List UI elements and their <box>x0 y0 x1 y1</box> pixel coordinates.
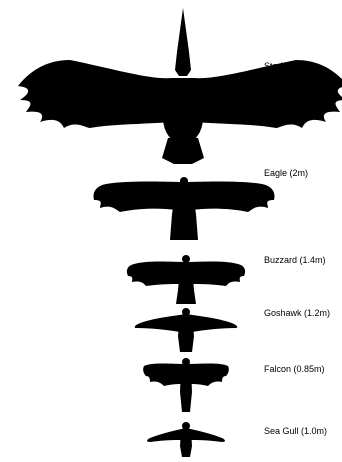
sea-gull-head <box>182 422 190 430</box>
stork-label: Stork (3.2m) <box>264 61 314 71</box>
sea-gull-body-tail <box>180 430 192 457</box>
goshawk-silhouette-icon <box>135 308 238 352</box>
falcon-silhouette-icon <box>143 358 229 412</box>
eagle-head <box>180 177 188 185</box>
buzzard-head <box>182 255 190 263</box>
sea-gull-silhouette-icon <box>147 422 225 457</box>
stork-neck <box>175 8 191 76</box>
stork-tail <box>162 138 204 164</box>
falcon-head <box>182 358 190 366</box>
goshawk-body-tail <box>178 316 194 352</box>
stork-silhouette-icon <box>18 8 342 164</box>
falcon-label: Falcon (0.85m) <box>264 364 325 374</box>
sea-gull-label: Sea Gull (1.0m) <box>264 426 327 436</box>
stork-leg-right <box>187 156 190 164</box>
stork-body <box>163 92 203 144</box>
goshawk-label: Goshawk (1.2m) <box>264 308 330 318</box>
goshawk-head <box>182 308 190 316</box>
stork-leg-left <box>176 156 179 164</box>
buzzard-label: Buzzard (1.4m) <box>264 255 326 265</box>
falcon-body-tail <box>180 368 192 412</box>
eagle-label: Eagle (2m) <box>264 168 308 178</box>
buzzard-silhouette-icon <box>127 255 245 304</box>
eagle-silhouette-icon <box>94 177 275 240</box>
